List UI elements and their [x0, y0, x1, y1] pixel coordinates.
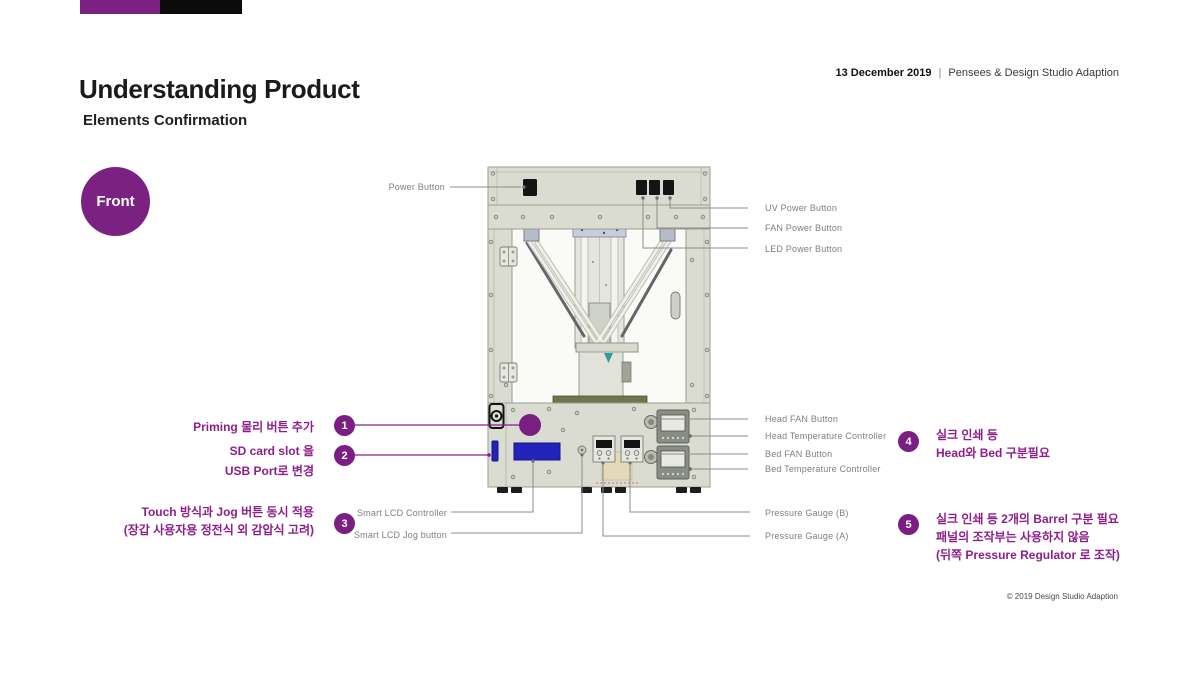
hinge-lower	[499, 362, 518, 383]
callout-3-line: Touch 방식과 Jog 버튼 동시 적용	[141, 505, 314, 519]
callout-5-line: 실크 인쇄 등 2개의 Barrel 구분 필요	[936, 512, 1119, 526]
top-panel	[487, 166, 711, 206]
bed-temp-controller-part	[656, 445, 690, 480]
callout-badge-1: 1	[334, 415, 355, 436]
label-led-power-button: LED Power Button	[765, 244, 843, 254]
effector-plate	[552, 342, 648, 404]
organization-text: Pensees & Design Studio Adaption	[948, 67, 1119, 79]
callout-2-line: SD card slot 을	[229, 444, 314, 458]
callout-badge-4: 4	[898, 431, 919, 452]
label-bed-fan-button: Bed FAN Button	[765, 449, 833, 459]
leader-dots	[522, 185, 692, 471]
callout-1-text: Priming 물리 버튼 추가	[193, 418, 314, 436]
right-column	[685, 228, 711, 404]
fan-grille	[488, 403, 505, 429]
control-panel	[487, 402, 711, 488]
callout-2-line: USB Port로 변경	[224, 464, 314, 478]
logo-bar-black	[160, 0, 242, 14]
pressure-gauge-a-part	[592, 435, 616, 463]
delta-rods	[525, 238, 673, 349]
front-view-label: Front	[96, 193, 135, 210]
sd-card-slot-part	[491, 440, 499, 462]
label-uv-power-button: UV Power Button	[765, 203, 838, 213]
build-plate	[552, 395, 648, 404]
leader-led	[642, 198, 748, 249]
front-view-badge: Front	[81, 167, 150, 236]
led-switch-part	[636, 180, 647, 195]
label-head-temperature-controller: Head Temperature Controller	[765, 431, 887, 441]
copyright-text: © 2019 Design Studio Adaption	[1006, 592, 1118, 601]
hinge-upper	[499, 246, 518, 267]
nozzle-marker	[604, 353, 613, 363]
label-smart-lcd-jog-button: Smart LCD Jog button	[353, 530, 447, 540]
door-handle	[670, 291, 681, 320]
label-power-button: Power Button	[388, 182, 445, 192]
page-title: Understanding Product	[79, 74, 360, 104]
power-switch-part	[523, 179, 537, 196]
callout-3-line: (장갑 사용자용 정전식 외 감압식 고려)	[123, 523, 314, 537]
label-pressure-gauge-a: Pressure Gauge (A)	[765, 531, 849, 541]
callout-5-line: 패널의 조작부는 사용하지 않음	[936, 530, 1090, 544]
callout-badge-3: 3	[334, 513, 355, 534]
date-text: 13 December 2019	[835, 67, 932, 79]
callout-badge-2: 2	[334, 445, 355, 466]
label-smart-lcd-controller: Smart LCD Controller	[356, 508, 447, 518]
label-head-fan-button: Head FAN Button	[765, 414, 839, 424]
callout-4-line: Head와 Bed 구분필요	[936, 446, 1050, 460]
printer-feet	[497, 487, 701, 493]
leader-lines	[450, 186, 750, 537]
bed-fan-button-part	[644, 450, 658, 464]
leader-uv	[669, 198, 748, 209]
head-fan-button-part	[644, 415, 658, 429]
label-fan-power-button: FAN Power Button	[765, 223, 843, 233]
date-line: 13 December 2019 | Pensees & Design Studio…	[836, 67, 1120, 79]
label-pressure-gauge-b: Pressure Gauge (B)	[765, 508, 849, 518]
purple-callout-lines	[355, 424, 519, 456]
leader-lcd-jog	[451, 455, 583, 534]
smart-lcd-part	[513, 442, 561, 461]
aux-switches	[636, 180, 674, 195]
leader-gauge-a	[602, 463, 750, 537]
leader-lcd-controller	[451, 461, 534, 513]
uv-switch-part	[663, 180, 674, 195]
printer-frame	[487, 166, 711, 404]
callout-3-text: Touch 방식과 Jog 버튼 동시 적용 (장갑 사용자용 정전식 외 감압…	[124, 503, 314, 539]
leader-gauge-b	[629, 463, 750, 513]
head-temp-controller-part	[656, 409, 690, 444]
logo-bar-purple	[80, 0, 160, 14]
priming-button-part	[519, 414, 541, 436]
panel-screws	[510, 406, 697, 480]
leader-fan	[656, 198, 748, 229]
label-bed-temperature-controller: Bed Temperature Controller	[765, 464, 881, 474]
page-subtitle: Elements Confirmation	[83, 112, 248, 129]
callout-4-line: 실크 인쇄 등	[936, 428, 998, 442]
jog-button-part	[577, 445, 587, 455]
date-separator: |	[938, 67, 942, 79]
fan-switch-part	[649, 180, 660, 195]
callout-2-text: SD card slot 을 USB Port로 변경	[225, 441, 314, 481]
pressure-gauge-b-part	[620, 435, 644, 463]
callout-5-line: (뒤쪽 Pressure Regulator 로 조작)	[936, 548, 1120, 562]
callout-line-2-dot	[487, 453, 491, 457]
callout-4-text: 실크 인쇄 등 Head와 Bed 구분필요	[936, 426, 1050, 462]
callout-badge-5: 5	[898, 514, 919, 535]
callout-1-line: Priming 물리 버튼 추가	[193, 420, 314, 434]
callout-5-text: 실크 인쇄 등 2개의 Barrel 구분 필요 패널의 조작부는 사용하지 않…	[936, 510, 1120, 564]
